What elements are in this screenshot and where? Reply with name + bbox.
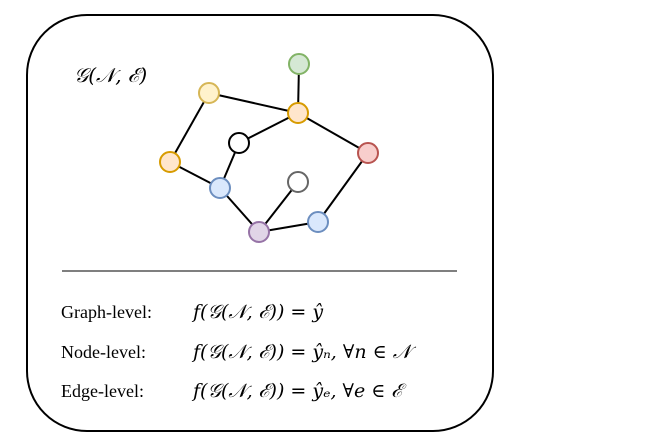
graph-node-yellow — [198, 82, 220, 104]
graph-node-orange — [159, 151, 181, 173]
task-label: Edge-level: — [61, 381, 144, 401]
graph-node-blue — [307, 211, 329, 233]
task-formula: f(𝒢(𝒩, ℰ)) = ŷₑ, ∀e ∈ ℰ — [191, 380, 407, 402]
graph-edge — [297, 112, 369, 154]
task-formula: f(𝒢(𝒩, ℰ)) = ŷ — [191, 301, 323, 323]
graph-node-gray — [287, 171, 309, 193]
graph-node-green — [288, 53, 310, 75]
graph-label: 𝒢(𝒩, ℰ) — [74, 63, 147, 87]
task-formula: f(𝒢(𝒩, ℰ)) = ŷₙ, ∀n ∈ 𝒩 — [191, 341, 417, 363]
graph-nodes — [159, 53, 379, 243]
graph-edge — [208, 92, 299, 114]
graph-edge — [317, 152, 369, 223]
graph-node-orange — [287, 102, 309, 124]
graph-node-purple — [248, 221, 270, 243]
graph-node-white — [228, 132, 250, 154]
graph-node-blue — [209, 177, 231, 199]
graph-edge — [238, 112, 299, 144]
graph-edge — [169, 92, 210, 163]
task-label: Graph-level: — [61, 302, 152, 322]
task-row-edge-level: Edge-level: f(𝒢(𝒩, ℰ)) = ŷₑ, ∀e ∈ ℰ — [61, 380, 407, 402]
graph-node-red — [357, 142, 379, 164]
task-row-graph-level: Graph-level: f(𝒢(𝒩, ℰ)) = ŷ — [61, 301, 323, 323]
task-label: Node-level: — [61, 342, 146, 362]
task-row-node-level: Node-level: f(𝒢(𝒩, ℰ)) = ŷₙ, ∀n ∈ 𝒩 — [61, 341, 417, 363]
